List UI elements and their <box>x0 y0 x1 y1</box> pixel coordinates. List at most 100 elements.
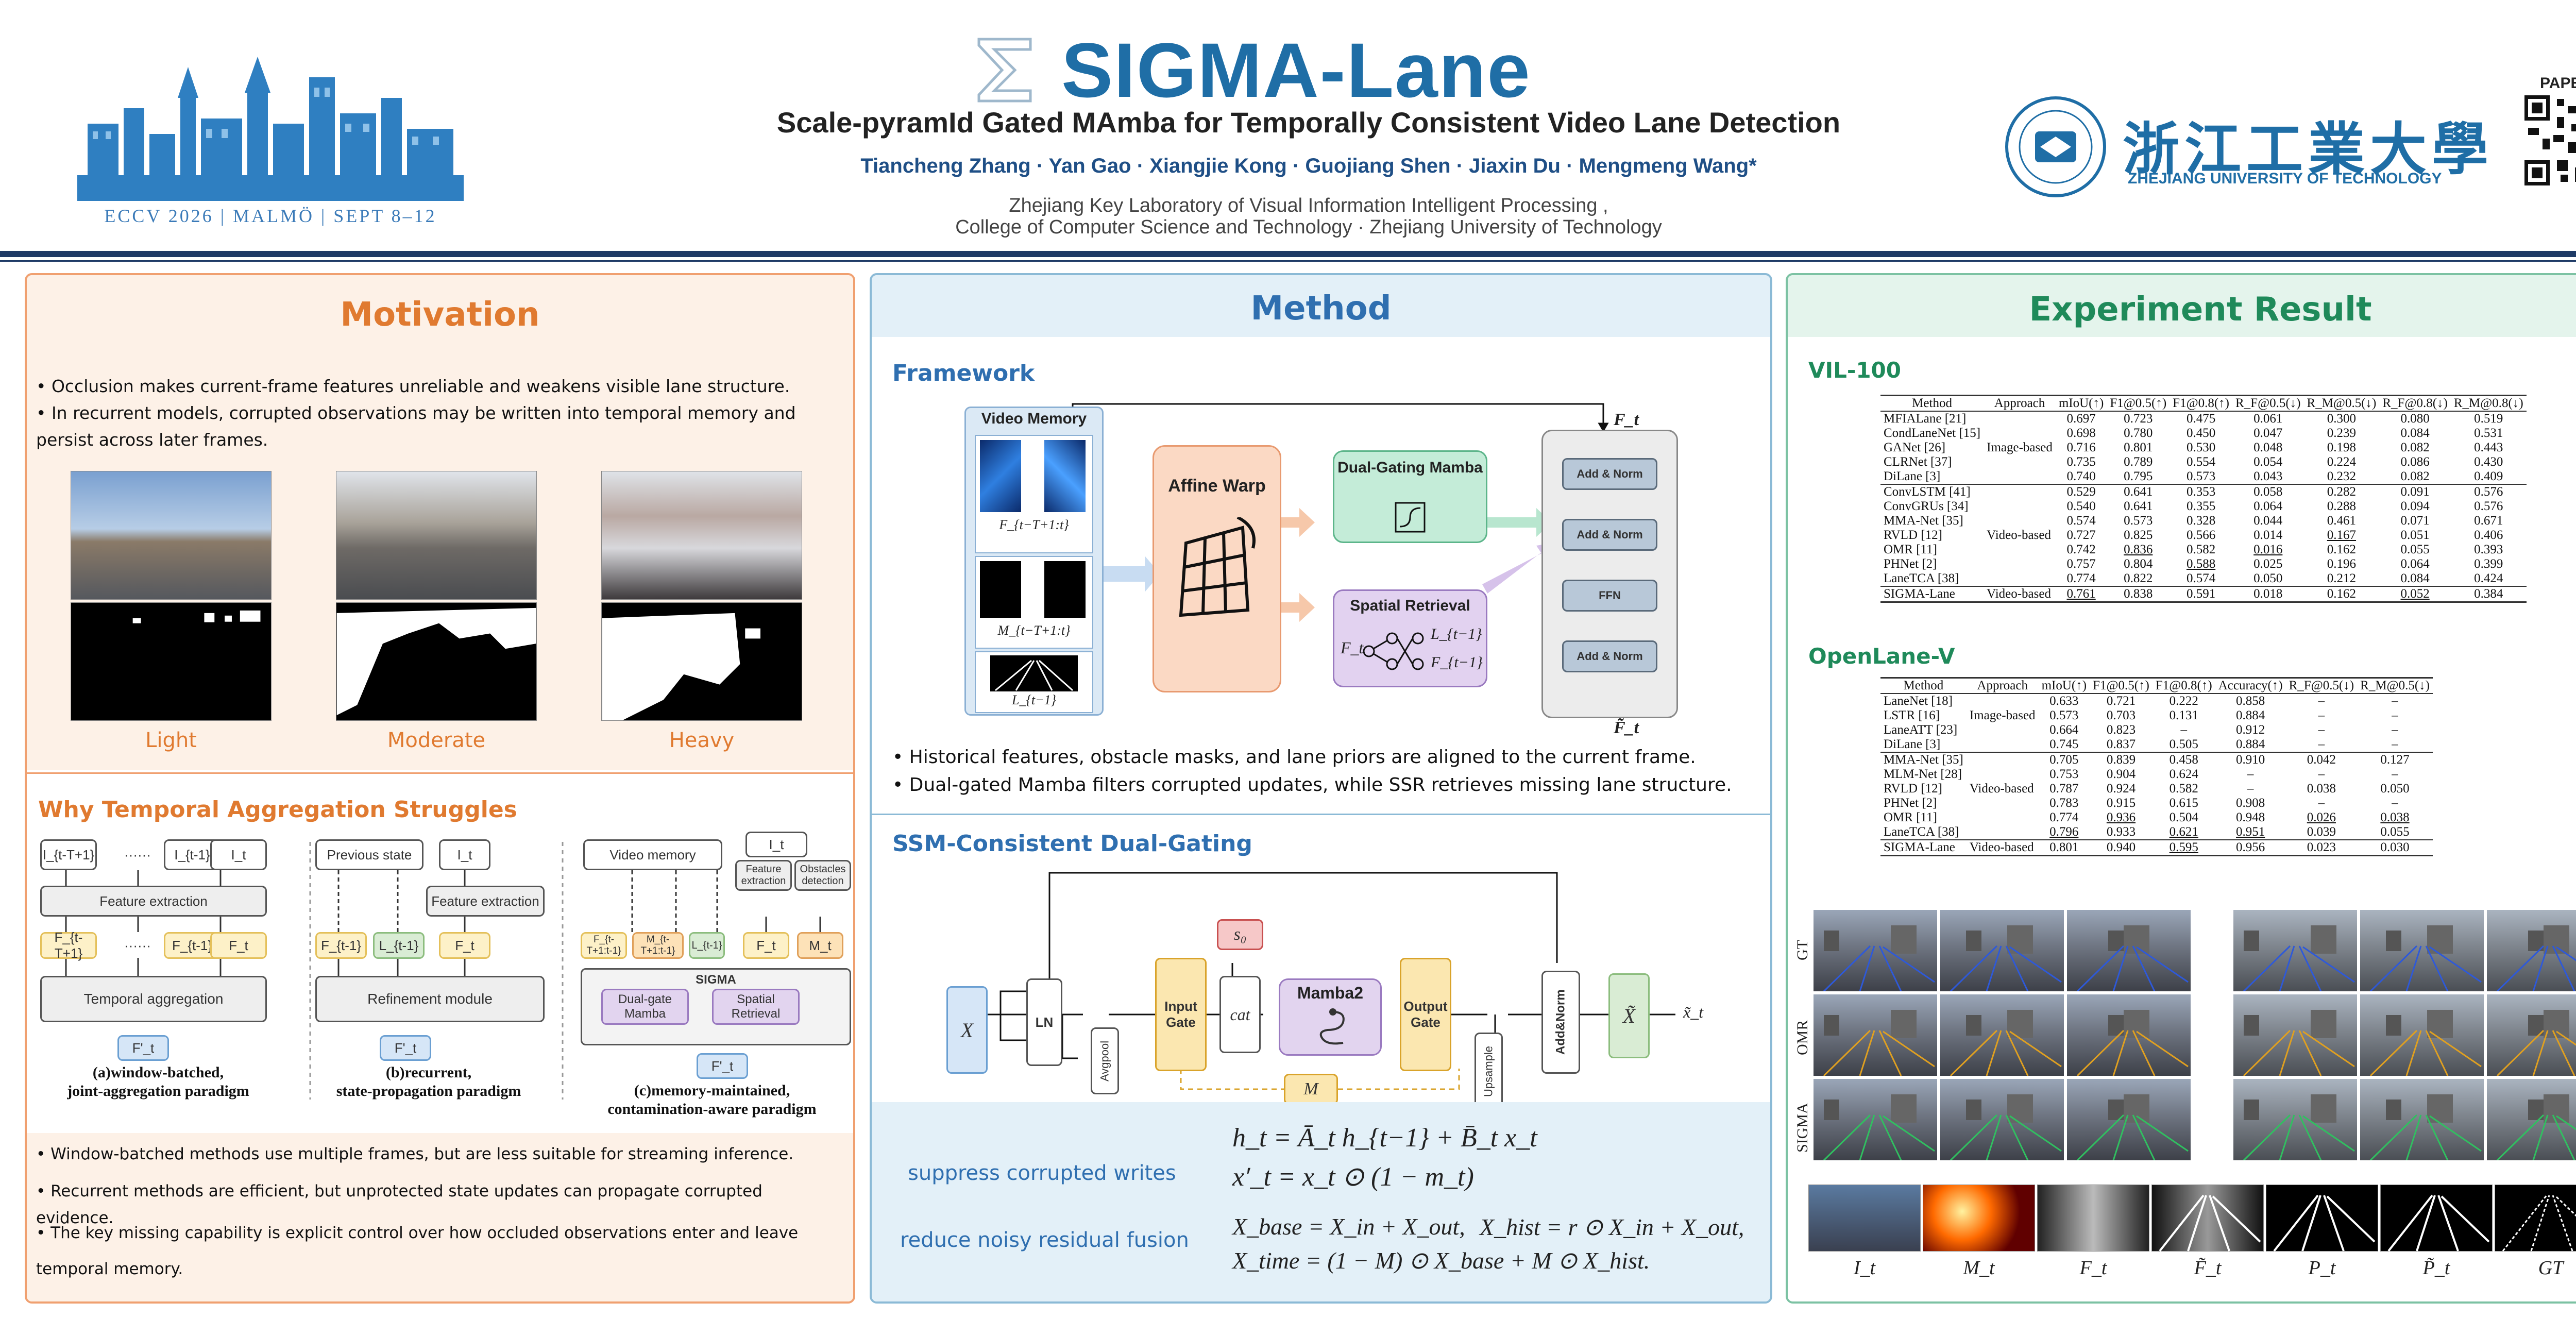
input-frame: I_t <box>210 839 267 870</box>
method-name-cell: PHNet [2] <box>1884 557 1937 571</box>
dual-gate-mamba-block: Dual-gate Mamba <box>601 989 689 1025</box>
metric-cell: 0.239 <box>2327 426 2357 440</box>
metric-cell: – <box>2247 767 2254 781</box>
metric-cell: 0.080 <box>2400 412 2430 426</box>
method-name-cell: MMA-Net [35] <box>1880 752 1967 767</box>
table-header-cell: R_F@0.5(↓) <box>2232 395 2304 412</box>
metric-cell: 0.328 <box>2186 514 2216 528</box>
zjut-seal-logo <box>2005 96 2106 197</box>
metric-cell: 0.912 <box>2236 723 2265 737</box>
metric-cell: 0.936 <box>2106 810 2136 824</box>
paper-label: PAPER <box>2540 75 2576 92</box>
road-image <box>336 471 537 600</box>
metric-cell: 0.822 <box>2124 571 2153 585</box>
metric-cell: – <box>2392 767 2398 781</box>
metric-cell: 0.061 <box>2253 412 2283 426</box>
framework-title: Framework <box>892 360 1035 386</box>
metric-cell: 0.406 <box>2474 528 2503 542</box>
metric-cell: 0.399 <box>2474 557 2503 571</box>
table-header-cell: R_M@0.5(↓) <box>2357 677 2433 694</box>
row-label-sigma: SIGMA <box>1794 1103 1811 1153</box>
approach-cell: Video-based <box>1984 586 2056 603</box>
equation-state: h_t = Ā_t h_{t−1} + B̄_t x_t <box>1232 1123 1537 1153</box>
method-name-cell: LSTR [16] <box>1884 708 1940 722</box>
ffn-block: FFN <box>1562 580 1657 612</box>
metric-cell: – <box>2392 723 2398 737</box>
previous-state-block: Previous state <box>315 839 423 870</box>
metric-cell: 0.641 <box>2124 499 2153 513</box>
metric-cell: 0.540 <box>2066 499 2096 513</box>
metric-cell: 0.761 <box>2055 586 2107 603</box>
mask-image <box>1044 561 1086 618</box>
metric-cell: 0.757 <box>2066 557 2096 571</box>
occlusion-mask <box>336 602 537 721</box>
approach-cell: Video-based <box>1969 782 2034 796</box>
approach-cell <box>1984 469 2056 484</box>
metric-cell: 0.384 <box>2450 586 2527 603</box>
input-x: X <box>946 986 988 1074</box>
visualization-label: F_t <box>2079 1257 2107 1279</box>
author-list: Tiancheng Zhang · Yan Gao · Xiangjie Kon… <box>860 155 1757 177</box>
qualitative-result-image <box>2233 1079 2357 1160</box>
metric-cell: 0.705 <box>2038 752 2090 767</box>
metric-cell: 0.910 <box>2215 752 2286 767</box>
feature-token: F_{t-T+1} <box>40 929 97 961</box>
metric-cell: 0.461 <box>2327 514 2357 528</box>
metric-cell: 0.924 <box>2106 782 2136 796</box>
qualitative-result-image <box>2233 994 2357 1076</box>
metric-cell: 0.595 <box>2152 839 2215 856</box>
caption-a: (a)window-batched, joint-aggregation par… <box>67 1064 249 1100</box>
metric-cell: 0.801 <box>2038 839 2090 856</box>
metric-cell: 0.745 <box>2049 737 2079 751</box>
eq-label-suppress: suppress corrupted writes <box>908 1161 1176 1185</box>
metric-cell: 0.951 <box>2236 825 2265 839</box>
method-name-cell: GANet [26] <box>1884 441 1946 454</box>
mask-m: M <box>1284 1074 1338 1105</box>
table-header-cell: Approach <box>1966 677 2039 694</box>
bottom-bullet-3: • The key missing capability is explicit… <box>36 1224 799 1278</box>
mamba2-label: Mamba2 <box>1297 984 1364 1002</box>
feature-extraction-block: Feature extraction <box>426 886 545 917</box>
motivation-panel: Motivation • Occlusion makes current-fra… <box>25 273 855 1304</box>
qualitative-result-image <box>1940 994 2064 1076</box>
metric-cell: 0.837 <box>2106 737 2136 751</box>
metric-cell: 0.198 <box>2327 441 2357 454</box>
current-feature: F_t <box>743 932 789 959</box>
occlusion-label-heavy: Heavy <box>669 729 735 752</box>
metric-cell: 0.016 <box>2253 543 2283 556</box>
metric-cell: 0.884 <box>2236 708 2265 722</box>
qualitative-result-image <box>2487 910 2576 991</box>
metric-cell: 0.038 <box>2380 810 2410 824</box>
obstacle-detection-block: Obstacles detection <box>794 860 851 891</box>
qualitative-result-image <box>2360 910 2484 991</box>
metric-cell: 0.735 <box>2066 455 2096 469</box>
approach-cell <box>1967 825 2039 840</box>
metric-cell: 0.780 <box>2124 426 2153 440</box>
method-name-cell: OMR [11] <box>1884 810 1937 824</box>
experiment-title-bg <box>1788 275 2576 337</box>
approach-cell <box>1966 752 2039 767</box>
metric-cell: 0.082 <box>2400 469 2430 483</box>
visualization-label: I_t <box>1853 1257 1876 1279</box>
approach-cell: Image-based <box>1987 441 2053 454</box>
table-header-cell: Approach <box>1984 395 2056 412</box>
metric-cell: 0.167 <box>2327 528 2357 542</box>
metric-cell: 0.222 <box>2169 694 2198 708</box>
metric-cell: 0.051 <box>2400 528 2430 542</box>
metric-cell: 0.698 <box>2066 426 2096 440</box>
method-name-cell: OMR [11] <box>1884 543 1937 556</box>
metric-cell: 0.703 <box>2106 708 2136 722</box>
qr-code-icon[interactable] <box>2524 95 2576 185</box>
metric-cell: 0.038 <box>2307 782 2336 796</box>
row-label-gt: GT <box>1794 940 1811 960</box>
metric-cell: 0.084 <box>2400 426 2430 440</box>
metric-cell: 0.018 <box>2232 586 2304 603</box>
metric-cell: 0.531 <box>2474 426 2503 440</box>
metric-cell: 0.232 <box>2327 469 2357 483</box>
metric-cell: 0.030 <box>2357 839 2433 856</box>
metric-cell: 0.094 <box>2400 499 2430 513</box>
